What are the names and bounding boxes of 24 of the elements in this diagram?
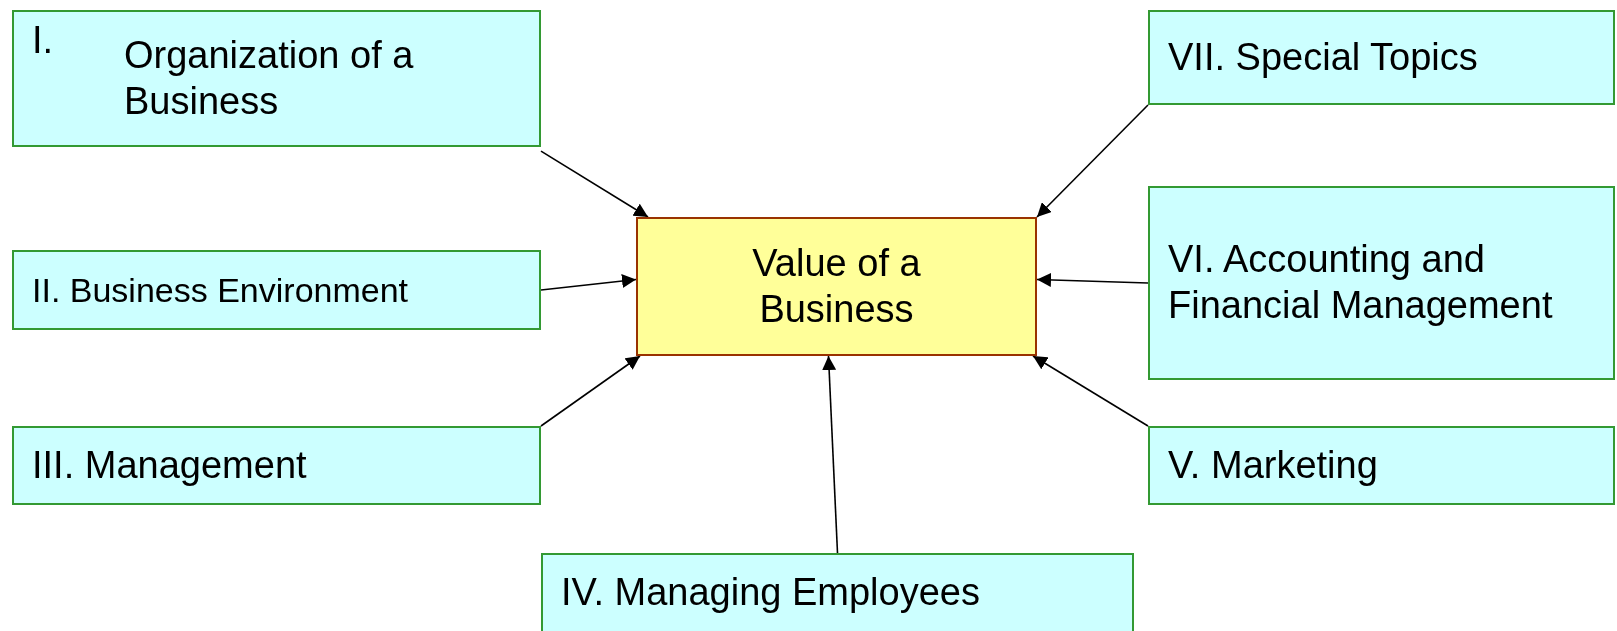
topic-title: VI. Accounting and Financial Management xyxy=(1168,237,1554,328)
arrow xyxy=(1036,273,1149,287)
central-box xyxy=(636,217,1037,356)
topic-title: V. Marketing xyxy=(1168,442,1378,488)
topic-title: III. Management xyxy=(32,442,307,488)
topic-title: IV. Managing Employees xyxy=(561,570,980,616)
arrow xyxy=(540,150,649,218)
topic-box xyxy=(1148,186,1615,380)
topic-title: VII. Special Topics xyxy=(1168,34,1478,80)
topic-box xyxy=(1148,426,1615,505)
arrow xyxy=(822,355,839,554)
central-title: Value of a Business xyxy=(751,240,922,332)
topic-box xyxy=(541,553,1134,631)
topic-box xyxy=(1148,10,1615,105)
topic-title: Organization of a Business xyxy=(124,32,415,124)
arrow xyxy=(540,274,637,291)
topic-box xyxy=(12,10,541,147)
arrow xyxy=(1032,355,1149,427)
arrow xyxy=(1036,104,1149,218)
topic-box xyxy=(12,250,541,330)
roman-numeral: I. xyxy=(32,18,55,63)
topic-title: II. Business Environment xyxy=(32,269,409,311)
arrow xyxy=(540,355,641,427)
topic-box xyxy=(12,426,541,505)
